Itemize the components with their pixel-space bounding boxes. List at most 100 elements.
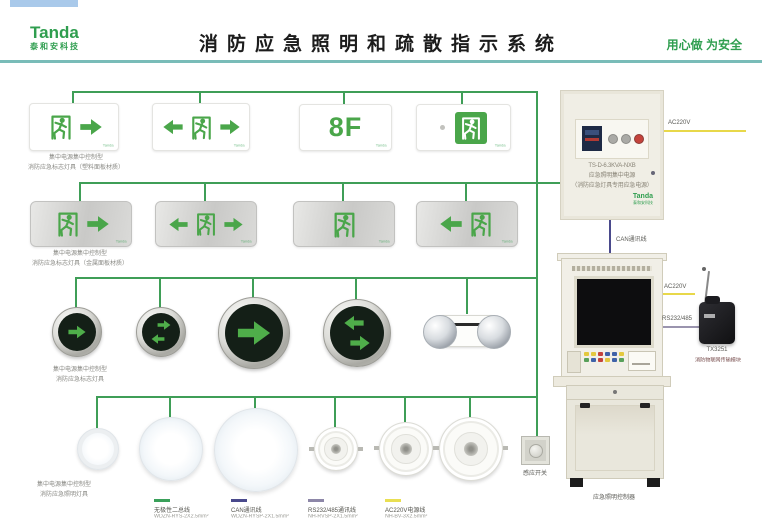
arrow-left-icon [169,217,188,231]
ceiling-light-large [214,408,298,492]
console-keypad [584,352,628,370]
drawer-lock-icon [613,390,617,394]
exit-sign-boxed-man: Tanda [416,104,511,151]
metal-sign-man-left: Tanda [416,201,518,247]
sign-brand: Tanda [495,143,506,148]
bus-row4 [97,396,538,398]
arrow-left-icon [151,334,165,344]
drop [72,91,74,104]
drop [461,91,463,104]
legend-label: RS232/485通讯线 [308,508,357,514]
row1-caption-line2: 消防应急标志灯具（塑料面板材质） [27,165,124,172]
logo: Tanda 泰和安科技 [30,24,80,52]
round-light-arrow-right [52,307,102,357]
ceiling-light-medium [139,417,203,481]
arrow-right-icon [219,119,240,135]
iot-module-model: TX3251 [706,347,728,353]
cabinet-brand: Tanda 泰和安科技 [628,193,653,207]
legend-label: CAN通讯线 [231,508,262,514]
row4-caption: 集中电源集中控制型 消防应急照明灯具 [8,480,120,500]
console-screen [574,276,654,348]
arrow-left-icon [439,216,462,232]
sign-brand: Tanda [241,239,252,244]
legend-swatch-2 [308,499,324,502]
row4-caption-line2: 消防应急照明灯具 [39,492,88,499]
can-wire-label: CAN通讯线 [616,237,647,243]
iot-module-name: 消防物联网传输模块 [695,358,741,364]
row3-caption-line1: 集中电源集中控制型 [52,367,107,373]
drop [334,396,336,427]
ac220v-label-cabinet: AC220V [668,120,691,126]
round-light-large-double-arrow [323,299,391,367]
bus-row3 [76,277,538,279]
running-man-icon [334,212,354,238]
cabinet-button [621,134,631,144]
sign-brand: Tanda [234,143,245,148]
drop [199,91,201,104]
cabinet-name: 应急照明集中电源 [588,173,636,180]
cabinet-display-panel [575,119,649,159]
logo-text: Tanda [30,23,79,42]
top-blue-bar [10,0,78,7]
drop [465,182,467,202]
arrow-right-icon [224,217,243,231]
ac220v-wire-cabinet [662,130,746,132]
iot-module [699,296,735,344]
drop [355,277,357,300]
bus-trunk [536,91,538,436]
slogan: 用心做 为安全 [666,38,742,52]
legend: 无极性二总线 WDZN-RYS-2X2.5mm² CAN通讯线 WDZN-RYS… [154,499,462,520]
downlight-large [434,417,508,481]
arrow-left-icon [162,119,183,135]
legend-label: 无极性二总线 [154,508,191,514]
rs232-wire [661,326,699,328]
running-man-icon [470,212,491,237]
row3-caption: 集中电源集中控制型 消防应急标志灯具 [24,365,136,385]
row2-caption-line1: 集中电源集中控制型 [52,251,107,257]
sensor-caption: 感应开关 [522,471,547,477]
cabinet-text: TS-D-6.3KVA-NXB 应急照明集中电源 （消防应急灯具专用应急电源） [561,161,663,192]
drop [75,277,77,308]
base-cabinet [566,385,664,487]
module-cap [705,296,720,304]
metal-sign-man: Tanda [293,201,395,247]
sign-brand: Tanda [379,239,390,244]
running-man-icon [462,116,480,140]
drop [204,182,206,202]
arrow-right-icon [350,335,370,351]
arrow-right-icon [86,216,109,232]
running-man-icon [57,212,78,237]
running-man-icon [191,115,211,140]
antenna-tip-icon [702,267,706,271]
legend-item-bus: 无极性二总线 WDZN-RYS-2X2.5mm² [154,499,231,520]
sensor-dot-icon [440,125,445,130]
row4-caption-line1: 集中电源集中控制型 [36,482,91,488]
arrow-left-icon [344,315,364,331]
running-man-icon [197,213,215,236]
base-drawer [567,386,663,400]
cabinet-model: TS-D-6.3KVA-NXB [588,163,636,169]
cabinet-foot [647,478,660,487]
spot-lamp-icon [477,315,511,349]
drop [469,396,471,417]
sensor-lens-icon [529,444,543,458]
spot-lamp-icon [423,315,457,349]
cabinet-indicator [634,134,644,144]
cabinet-lock-icon [651,171,655,175]
legend-swatch-0 [154,499,170,502]
legend-spec: WDZN-RYSP-2X1.5mm² [231,514,289,520]
drop [466,277,468,314]
drop [169,396,171,417]
base-handle-icon [580,403,590,408]
arrow-right-icon [237,321,271,345]
row1-caption: 集中电源集中控制型 消防应急标志灯具（塑料面板材质） [20,153,132,173]
console-header-strip [572,266,652,271]
exit-sign-man-right: Tanda [29,103,119,151]
sign-brand: Tanda [502,239,513,244]
row2-caption: 集中电源集中控制型 消防应急标志灯具（金属面板材质） [24,249,136,269]
drop [96,396,98,428]
downlight-small [309,427,363,471]
arrow-right-icon [157,320,171,330]
drop [342,182,344,202]
